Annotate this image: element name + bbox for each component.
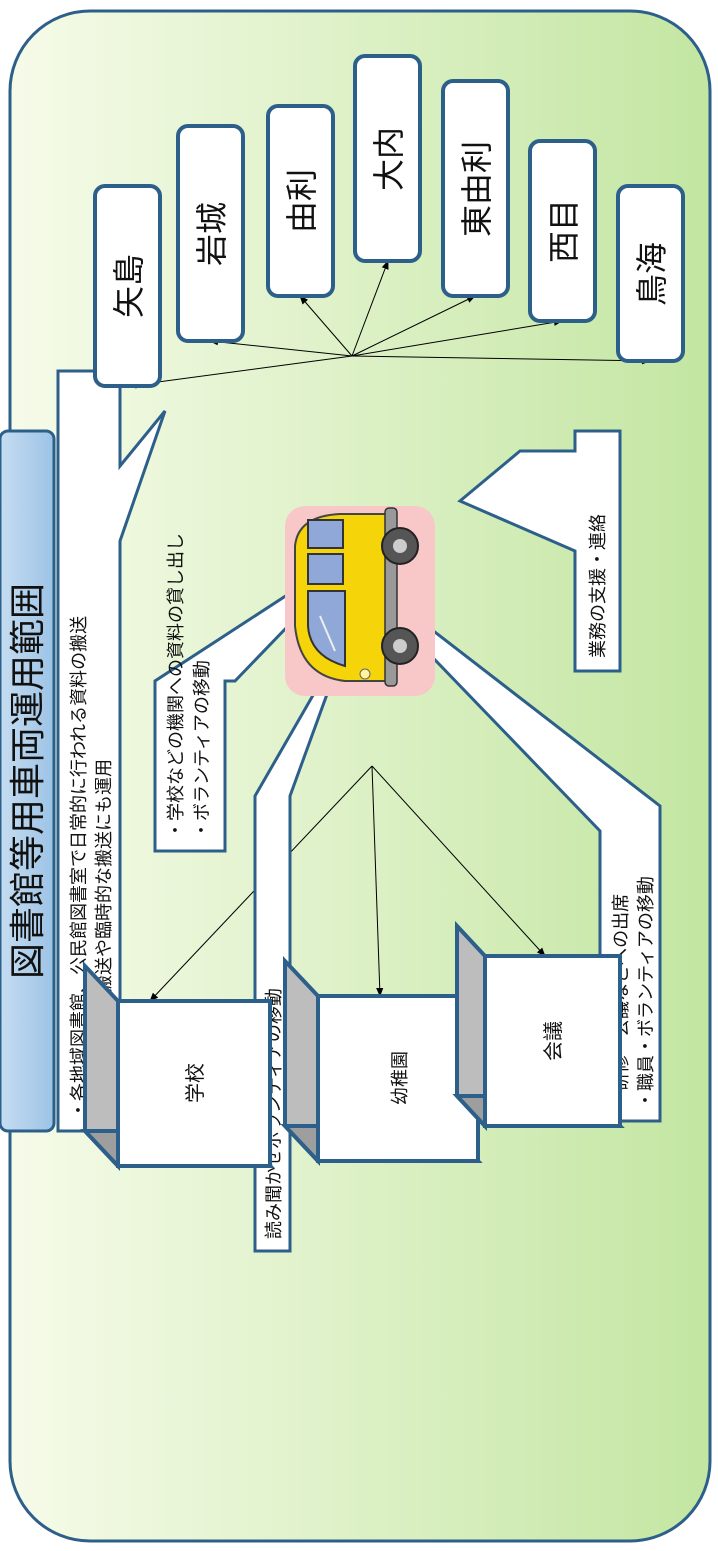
region-box: 由利 <box>266 104 335 298</box>
region-label: 由利 <box>283 169 321 233</box>
callout-lending-line-1: ・学校などの機関への資料の貸し出し <box>166 533 187 839</box>
region-label: 矢島 <box>110 254 148 318</box>
region-arrow <box>299 295 353 357</box>
region-arrow <box>351 318 563 357</box>
facility-cube: 会議 <box>452 920 625 1132</box>
region-arrow <box>209 338 353 357</box>
region-label: 大内 <box>370 127 408 191</box>
facility-label: 幼稚園 <box>390 1051 411 1105</box>
title-banner: 図書館等用車両運用範囲 <box>0 429 56 1133</box>
callout-training: ・研修・会議などへの出席 ・職員・ボランティアの移動 <box>328 549 662 1123</box>
facility-label: 会議 <box>541 1021 565 1061</box>
region-arrow <box>351 295 476 357</box>
callout-lending: ・学校などの機関への資料の貸し出し ・ボランティアの移動 <box>153 533 372 853</box>
region-box: 大内 <box>353 54 422 263</box>
region-arrow <box>127 355 353 389</box>
region-label: 岩城 <box>193 202 231 266</box>
facility-arrow <box>371 765 546 957</box>
callout-support-line-1: 業務の支援・連絡 <box>588 514 609 658</box>
facility-arrow <box>371 765 384 997</box>
callout-training-line-2: ・職員・ボランティアの移動 <box>636 876 657 1109</box>
region-label: 鳥海 <box>633 242 671 306</box>
facility-label: 学校 <box>183 1063 207 1103</box>
facility-cube: 学校 <box>80 960 275 1172</box>
region-label: 西目 <box>545 199 583 263</box>
callout-lending-line-2: ・ボランティアの移動 <box>192 660 213 839</box>
region-arrow <box>351 260 389 357</box>
diagram-title: 図書館等用車両運用範囲 <box>8 583 49 979</box>
region-box: 矢島 <box>93 184 162 388</box>
region-box: 東由利 <box>441 79 510 298</box>
facility-cubes: 学校 幼稚園 会議 <box>80 920 625 1172</box>
region-arrow <box>351 355 651 365</box>
region-box: 岩城 <box>176 124 245 343</box>
callout-support: 業務の支援・連絡 <box>457 429 622 673</box>
region-boxes: 矢島 岩城 由利 大内 東由利 <box>93 54 685 388</box>
region-box: 鳥海 <box>616 184 685 363</box>
yellow-van-icon <box>285 506 435 696</box>
region-box: 西目 <box>528 139 597 323</box>
region-label: 東由利 <box>458 141 496 237</box>
facility-cube: 幼稚園 <box>280 955 483 1167</box>
